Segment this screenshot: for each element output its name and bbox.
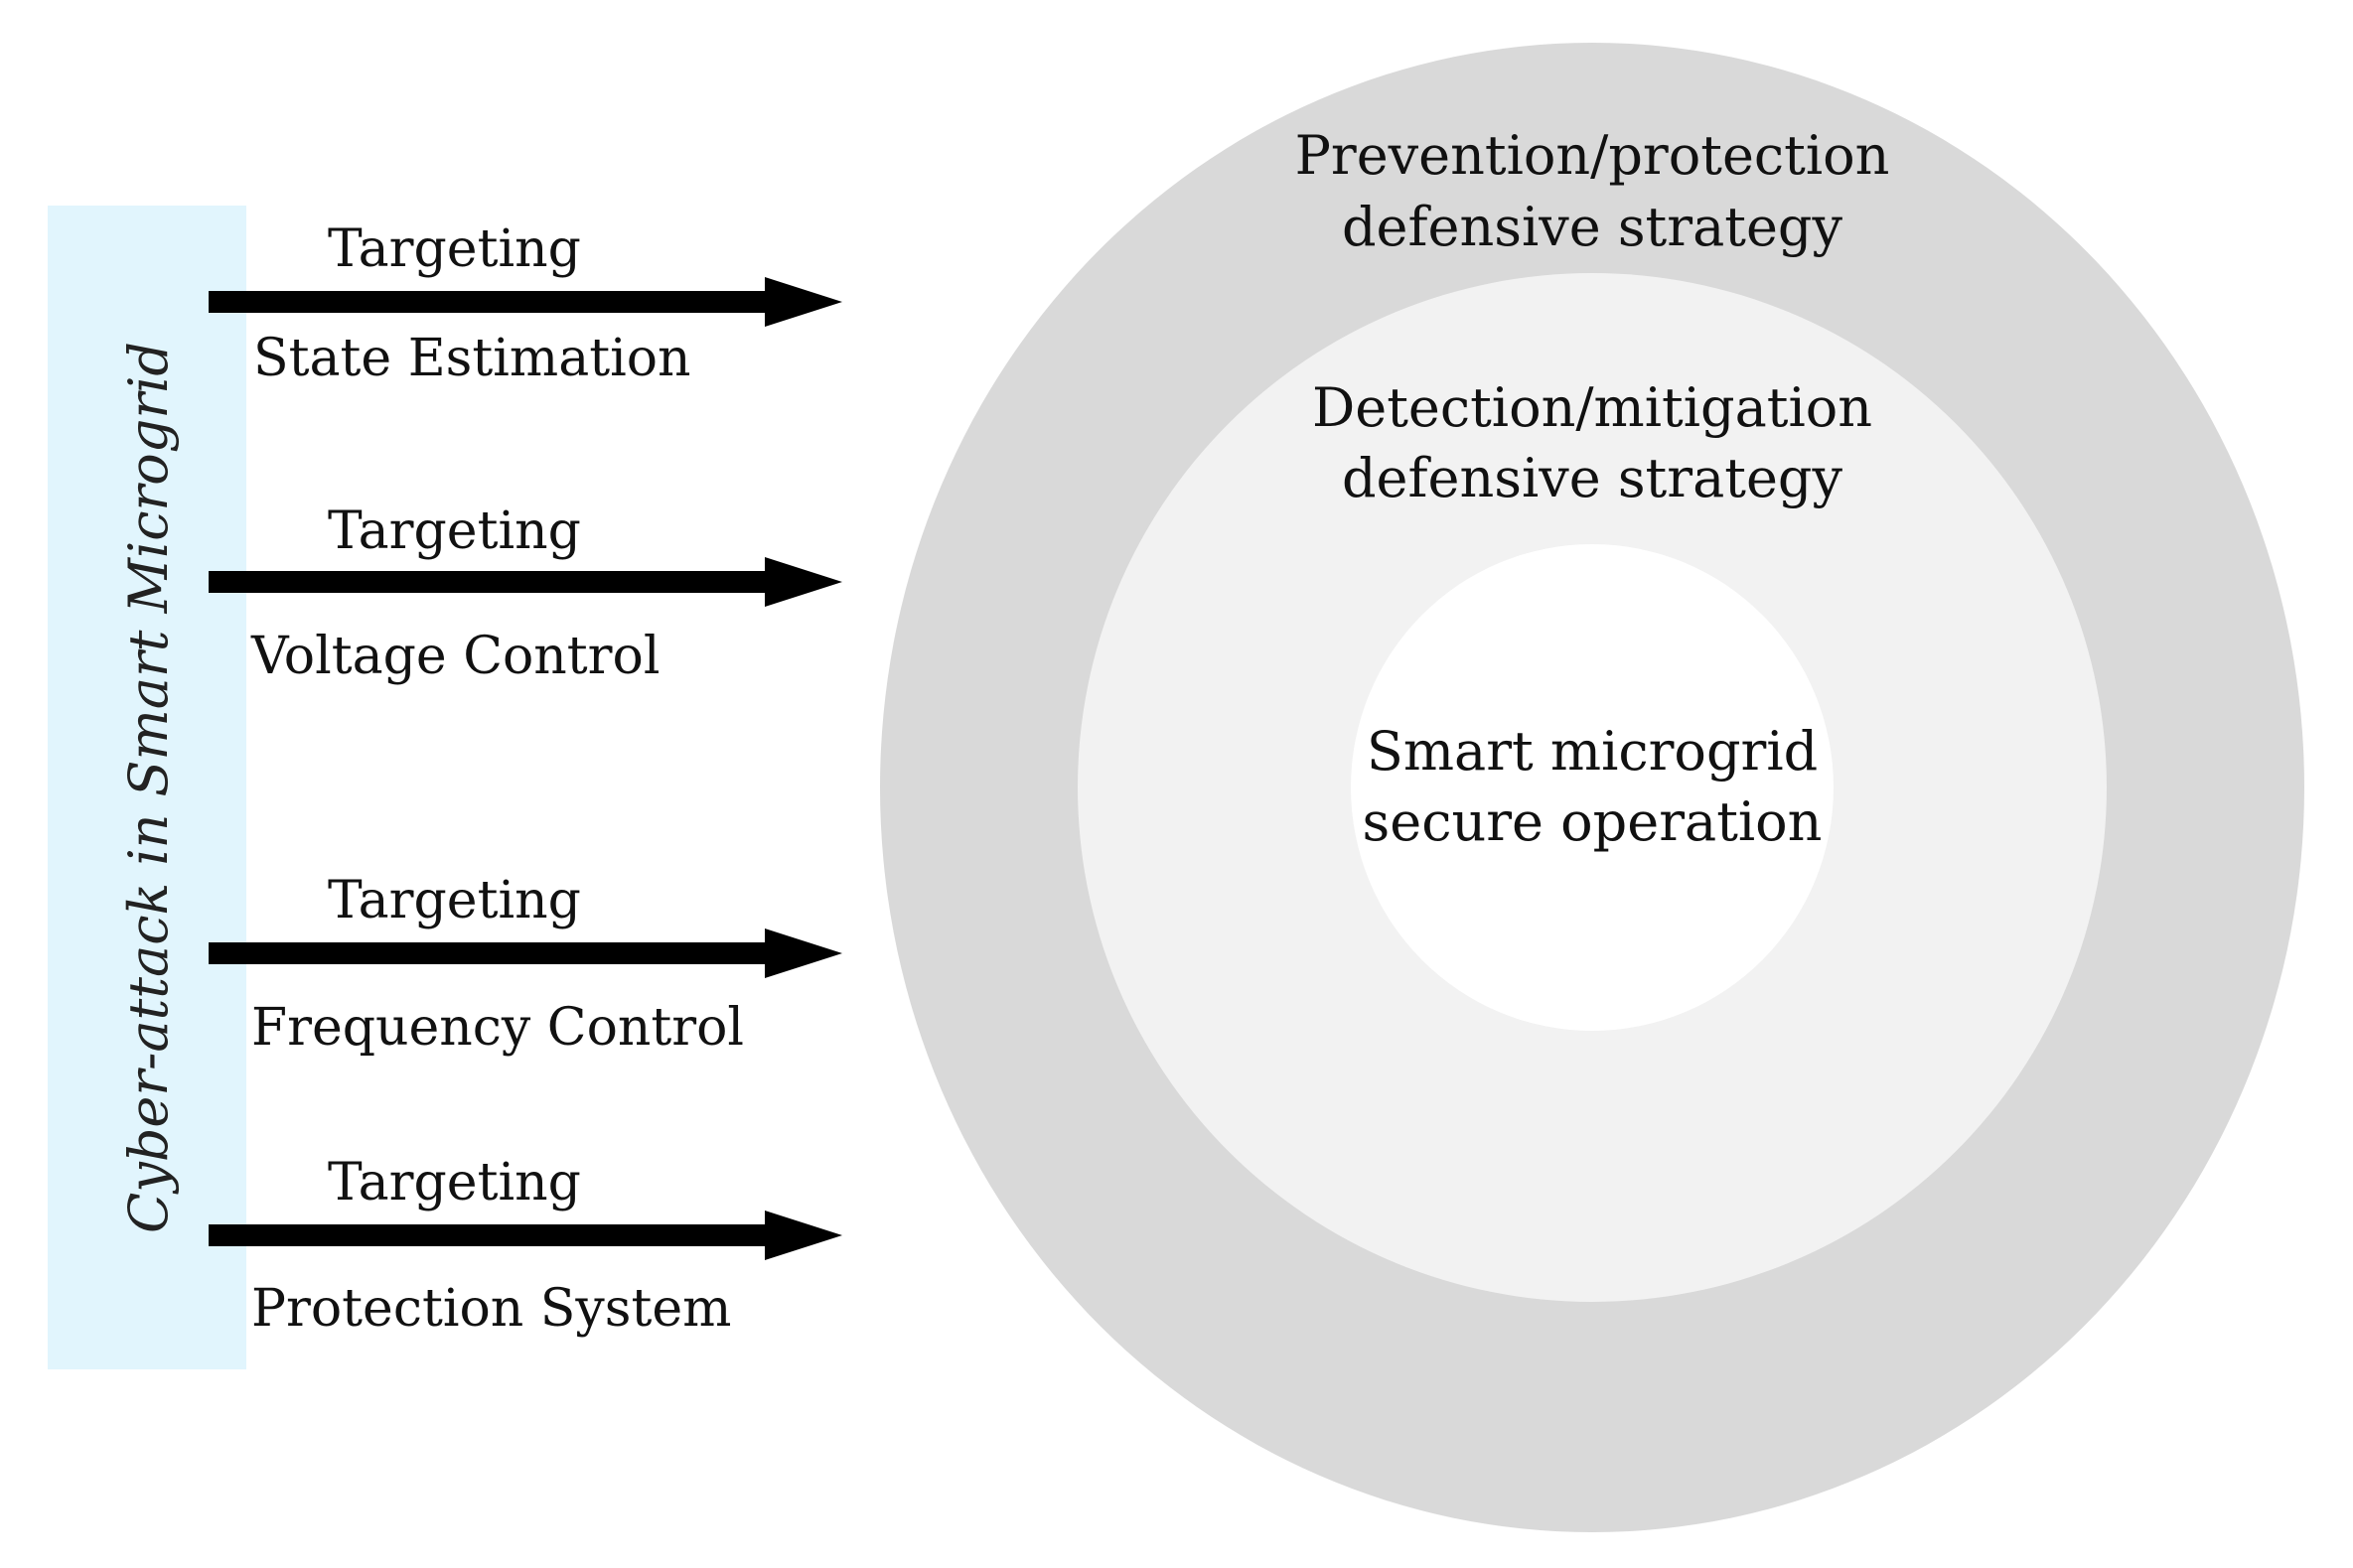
attack-arrow-4: Targeting Protection System: [209, 1153, 842, 1339]
attack-label-bottom: Protection System: [251, 1279, 731, 1339]
arrow-shaft: [209, 1224, 775, 1246]
arrow-head: [765, 277, 842, 327]
arrow-head: [765, 1211, 842, 1260]
outer-ring-label-line2: defensive strategy: [1342, 196, 1843, 258]
inner-circle-label-line1: Smart microgrid: [1367, 720, 1818, 783]
side-label: Cyber-attack in Smart Microgrid: [117, 342, 180, 1233]
arrow-head: [765, 557, 842, 607]
arrow-shaft: [209, 571, 775, 593]
attack-label-bottom: State Estimation: [253, 329, 691, 388]
attack-label-bottom: Frequency Control: [251, 998, 744, 1058]
arrow-head: [765, 928, 842, 978]
attack-label-top: Targeting: [328, 501, 581, 561]
attack-label-bottom: Voltage Control: [250, 627, 660, 686]
inner-circle: [1351, 544, 1834, 1031]
attack-label-top: Targeting: [328, 219, 581, 279]
side-band: [48, 206, 246, 1369]
inner-circle-label-line2: secure operation: [1363, 790, 1823, 853]
arrow-shaft: [209, 942, 775, 964]
attack-arrow-2: Targeting Voltage Control: [209, 501, 842, 686]
middle-ring-label-line2: defensive strategy: [1342, 447, 1843, 509]
attack-arrow-3: Targeting Frequency Control: [209, 871, 842, 1058]
attack-label-top: Targeting: [328, 1153, 581, 1212]
arrow-shaft: [209, 291, 775, 313]
outer-ring-label-line1: Prevention/protection: [1295, 124, 1890, 187]
attack-label-top: Targeting: [328, 871, 581, 930]
middle-ring-label-line1: Detection/mitigation: [1312, 376, 1872, 439]
attack-arrow-1: Targeting State Estimation: [209, 219, 842, 388]
